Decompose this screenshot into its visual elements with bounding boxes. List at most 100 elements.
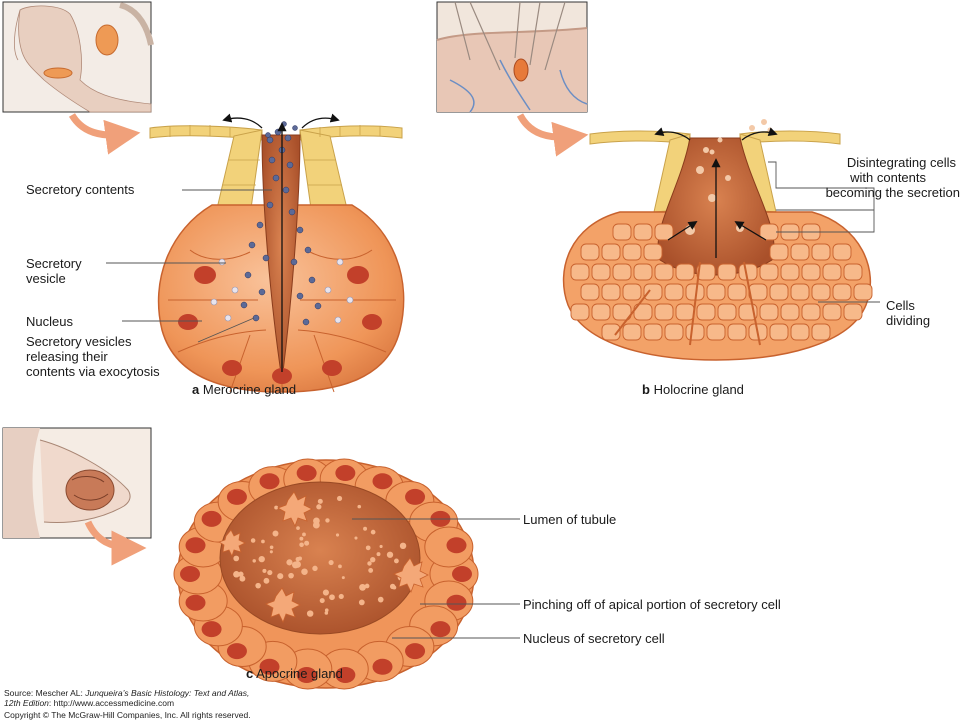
secretion-droplet <box>335 533 340 537</box>
holocrine-cell <box>811 243 831 261</box>
secretion-droplet <box>336 495 343 502</box>
caption-text-a: Merocrine gland <box>202 382 297 397</box>
caption-text-b: Holocrine gland <box>653 382 744 397</box>
label-disintegrating-line3: becoming the secretion <box>825 185 960 200</box>
secretion-droplet <box>272 530 279 537</box>
source-copyright: Copyright © The McGraw-Hill Companies, I… <box>4 710 251 720</box>
label-nucleus-secretory: Nucleus of secretory cell <box>523 631 665 646</box>
secretion-droplet <box>365 545 371 551</box>
holocrine-cell <box>717 303 737 321</box>
holocrine-cell <box>675 263 695 281</box>
apocrine-nucleus <box>405 488 426 505</box>
holocrine-cell <box>822 303 842 321</box>
label-nucleus: Nucleus <box>26 314 73 329</box>
secretion-droplet <box>329 594 335 601</box>
label-cells-line1: Cells <box>886 298 915 313</box>
inset-arrow-b <box>516 113 589 157</box>
label-lumen: Lumen of tubule <box>523 512 617 527</box>
secretion-droplet <box>238 571 244 577</box>
caption-letter-a: a <box>192 382 200 397</box>
secretion-droplet <box>299 536 304 541</box>
apocrine-leaders <box>352 518 520 639</box>
holocrine-cell <box>811 323 831 341</box>
secretion-droplet <box>269 550 273 554</box>
secretion-droplet <box>370 557 376 563</box>
apocrine-nucleus <box>452 566 472 582</box>
secretion-droplet <box>296 526 300 530</box>
secretion-droplet <box>269 545 274 550</box>
holocrine-cell <box>622 283 642 301</box>
label-pinching: Pinching off of apical portion of secret… <box>523 597 781 612</box>
source-line1: Source: Mescher AL: Junqueira’s Basic Hi… <box>4 688 249 698</box>
secretion-droplet <box>261 539 265 544</box>
inset-face <box>2 1 154 113</box>
holocrine-cell <box>780 303 800 321</box>
caption-letter-c: c <box>246 666 254 681</box>
secretion-droplet <box>370 529 376 535</box>
secretion-droplet <box>295 556 300 562</box>
secretion-droplet <box>294 560 301 568</box>
holocrine-cell <box>654 263 674 281</box>
holocrine-cell <box>780 263 800 281</box>
holocrine-cell <box>643 243 663 261</box>
secretion-droplet <box>363 526 368 531</box>
holocrine-cell <box>570 303 590 321</box>
apocrine-nucleus <box>405 643 426 660</box>
inset-breast <box>2 427 152 539</box>
secretion-droplet <box>317 498 323 504</box>
secretion-droplet <box>359 583 366 591</box>
secretion-droplet <box>267 569 273 576</box>
holocrine-cell <box>769 243 789 261</box>
apocrine-nucleus <box>226 643 247 660</box>
apocrine-nucleus <box>259 473 280 490</box>
caption-text-c: Apocrine gland <box>256 666 343 681</box>
secretion-droplet <box>277 573 284 580</box>
secretion-droplet <box>324 608 329 613</box>
holocrine-cell <box>790 283 810 301</box>
holocrine-cell <box>612 223 632 241</box>
secretion-droplet <box>233 555 240 562</box>
apocrine-nucleus <box>446 594 467 611</box>
source-prefix: Source: Mescher AL: <box>4 688 86 698</box>
caption-apocrine: c Apocrine gland <box>246 666 343 681</box>
secretion-droplet <box>364 583 370 589</box>
secretion-droplet <box>306 610 314 617</box>
secretion-droplet <box>299 542 304 548</box>
secretion-droplet <box>255 582 261 589</box>
holocrine-cell <box>706 323 726 341</box>
holocrine-cell <box>727 283 747 301</box>
secretion-droplet <box>389 553 394 557</box>
holocrine-cell <box>832 243 852 261</box>
merocrine-leaders <box>106 189 272 343</box>
secretion-droplet <box>358 599 365 606</box>
holocrine-cell <box>832 283 852 301</box>
holocrine-cell <box>717 263 737 281</box>
secretion-droplet <box>250 538 256 543</box>
secretion-droplet <box>324 611 329 615</box>
secretion-droplet <box>357 504 362 509</box>
source-title: Junqueira’s Basic Histology: Text and At… <box>85 688 250 698</box>
label-releasing-line2: releasing their <box>26 349 108 364</box>
secretion-droplet <box>313 517 320 525</box>
label-disintegrating-line2: with contents <box>850 170 926 185</box>
secretion-droplet <box>376 552 381 557</box>
holocrine-cell <box>675 303 695 321</box>
apocrine-nucleus <box>372 473 393 490</box>
holocrine-cell <box>612 263 632 281</box>
apocrine-nucleus <box>185 537 206 554</box>
secretion-droplet <box>302 532 306 537</box>
label-secretory-vesicle-line2: vesicle <box>26 271 66 286</box>
apocrine-nucleus <box>259 658 280 675</box>
holocrine-cell <box>612 303 632 321</box>
secretion-droplet <box>367 561 372 566</box>
holocrine-cell <box>601 243 621 261</box>
holocrine-cell <box>822 263 842 281</box>
apocrine-nucleus <box>335 666 356 683</box>
apocrine-nucleus <box>180 566 200 582</box>
apocrine-nucleus <box>296 666 317 683</box>
holocrine-cell <box>769 283 789 301</box>
apocrine-nucleus <box>201 510 222 527</box>
caption-holocrine: b Holocrine gland <box>642 382 744 397</box>
secretion-droplet <box>288 572 294 579</box>
